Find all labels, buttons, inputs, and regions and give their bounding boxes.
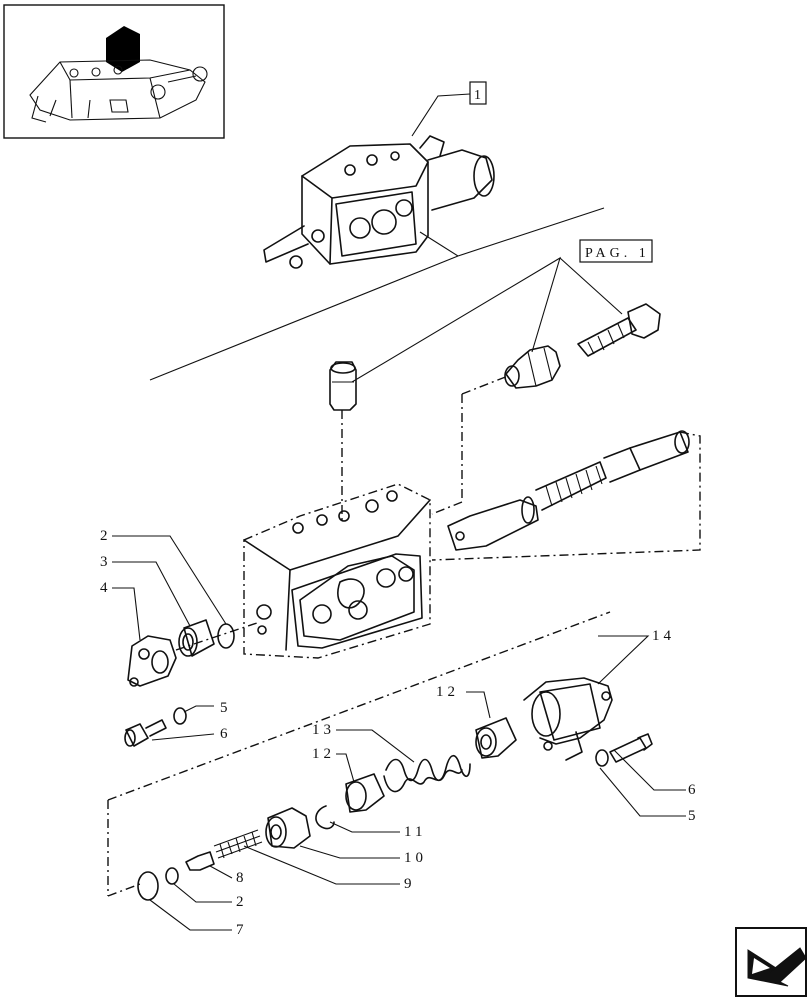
page-ref-label: PAG. 1 — [585, 246, 650, 261]
callout-5-left: 5 — [220, 700, 232, 716]
o-ring-2-lower — [165, 867, 179, 885]
sleeve-12-lower — [345, 773, 385, 813]
callout-13: 13 — [312, 722, 335, 738]
piston-10 — [265, 807, 311, 849]
spring-13 — [383, 754, 471, 793]
page-ref-box: PAG. 1 — [351, 239, 653, 383]
plug-fitting — [329, 361, 357, 522]
callout-5-right: 5 — [688, 808, 700, 824]
assembly-thumbnail-icon[interactable] — [3, 4, 225, 139]
callout-labels: 2 3 4 5 6 12 14 13 12 6 5 11 10 8 2 9 7 — [100, 528, 700, 938]
washer-5-left — [173, 707, 187, 725]
end-cap-4 — [127, 635, 177, 687]
circlip-11 — [315, 805, 335, 830]
assembly-ref-label: 1 — [474, 88, 481, 103]
callout-12-upper: 12 — [436, 684, 459, 700]
callout-6-right: 6 — [688, 782, 700, 798]
callout-8: 8 — [236, 870, 248, 886]
callout-2-lower: 2 — [236, 894, 248, 910]
callout-7: 7 — [236, 922, 248, 938]
callout-12-lower: 12 — [312, 746, 335, 762]
o-ring-7 — [137, 871, 159, 901]
callout-3: 3 — [100, 554, 112, 570]
assembly-ref-box: 1 — [469, 81, 487, 105]
callout-2-upper: 2 — [100, 528, 112, 544]
poppet-8 — [185, 851, 215, 871]
sleeve-12-upper — [475, 717, 517, 759]
callout-10: 10 — [404, 850, 427, 866]
assembled-valve-overview — [149, 93, 605, 381]
relief-fitting-and-screw — [431, 303, 661, 515]
control-spool — [431, 430, 701, 561]
callout-4: 4 — [100, 580, 112, 596]
callout-9: 9 — [404, 876, 416, 892]
screw-6-left — [124, 719, 167, 747]
callout-11: 11 — [404, 824, 426, 840]
callout-6-left: 6 — [220, 726, 232, 742]
washer-5-right — [595, 749, 609, 767]
spring-9 — [213, 829, 263, 859]
valve-body — [243, 483, 431, 659]
sub-assembly-frame — [107, 611, 611, 897]
screw-6-right — [609, 733, 653, 763]
next-page-arrow-icon[interactable] — [735, 927, 807, 997]
leader-lines — [112, 535, 686, 931]
o-ring-2 — [217, 623, 235, 649]
flange-14 — [523, 677, 613, 761]
callout-14: 14 — [652, 628, 675, 644]
bushing-3 — [178, 619, 215, 657]
